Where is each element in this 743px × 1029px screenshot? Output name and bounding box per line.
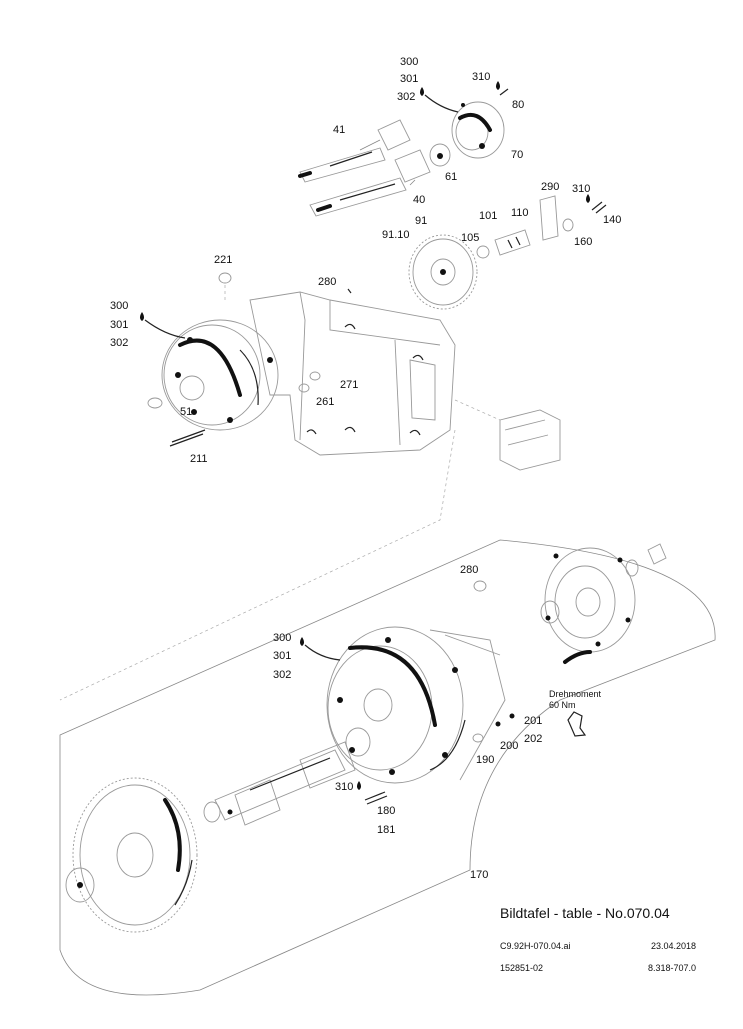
leader-arrows-lower bbox=[300, 637, 361, 790]
drive-shaft bbox=[203, 727, 371, 826]
callout-300: 300 bbox=[273, 632, 291, 644]
callout-261: 261 bbox=[316, 396, 334, 408]
wheel-hub bbox=[473, 543, 667, 664]
gear-91 bbox=[408, 195, 607, 310]
plate-reference: 8.318-707.0 bbox=[647, 963, 696, 973]
bell-housing bbox=[326, 626, 506, 784]
callout-105: 105 bbox=[461, 232, 479, 244]
torque-note-label: Drehmoment bbox=[549, 689, 602, 699]
callout-140: 140 bbox=[603, 214, 621, 226]
callout-91-10: 91.10 bbox=[382, 229, 410, 241]
callout-280: 280 bbox=[318, 276, 336, 288]
large-gear bbox=[65, 777, 198, 933]
guide-line bbox=[59, 429, 456, 701]
leader-arrows-upper bbox=[140, 81, 590, 339]
callout-101: 101 bbox=[479, 210, 497, 222]
callout-302: 302 bbox=[273, 669, 291, 681]
callout-221: 221 bbox=[214, 254, 232, 266]
small-parts-upper bbox=[218, 272, 352, 393]
callout-301: 301 bbox=[400, 73, 418, 85]
callout-110: 110 bbox=[511, 207, 529, 219]
callout-160: 160 bbox=[574, 236, 592, 248]
callout-211: 211 bbox=[190, 453, 208, 465]
callout-51: 51 bbox=[180, 406, 192, 418]
callout-40: 40 bbox=[413, 194, 425, 206]
callout-302: 302 bbox=[397, 91, 415, 103]
callout-190: 190 bbox=[476, 754, 494, 766]
callout-310: 310 bbox=[572, 183, 590, 195]
pump-block bbox=[454, 399, 561, 471]
lower-frame-outline bbox=[59, 539, 716, 996]
callout-310: 310 bbox=[472, 71, 490, 83]
title-block-row-2: 152851-02 8.318-707.0 bbox=[500, 963, 696, 973]
plate-number: 152851-02 bbox=[500, 963, 544, 973]
torque-note-value: 60 Nm bbox=[549, 700, 576, 710]
callout-61: 61 bbox=[445, 171, 457, 183]
callout-91: 91 bbox=[415, 215, 427, 227]
callout-70: 70 bbox=[511, 149, 523, 161]
callout-300: 300 bbox=[110, 300, 128, 312]
callout-301: 301 bbox=[273, 650, 291, 662]
callout-200: 200 bbox=[500, 740, 518, 752]
callout-201: 201 bbox=[524, 715, 542, 727]
callout-301: 301 bbox=[110, 319, 128, 331]
plate-title: Bildtafel - table - No.070.04 bbox=[500, 905, 670, 921]
callout-280: 280 bbox=[460, 564, 478, 576]
shafts-41-40 bbox=[298, 119, 431, 217]
callout-80: 80 bbox=[512, 99, 524, 111]
callout-310: 310 bbox=[335, 781, 353, 793]
callout-271: 271 bbox=[340, 379, 358, 391]
callout-290: 290 bbox=[541, 181, 559, 193]
callout-170: 170 bbox=[470, 869, 488, 881]
title-block-row-1: C9.92H-070.04.ai 23.04.2018 bbox=[500, 941, 696, 951]
callout-180: 180 bbox=[377, 805, 395, 817]
callout-302: 302 bbox=[110, 337, 128, 349]
small-parts-lower bbox=[364, 711, 587, 805]
file-name: C9.92H-070.04.ai bbox=[500, 941, 571, 951]
bearing-cover-left bbox=[147, 319, 279, 447]
gearbox-housing bbox=[249, 291, 456, 456]
callout-181: 181 bbox=[377, 824, 395, 836]
callout-300: 300 bbox=[400, 56, 418, 68]
callout-202: 202 bbox=[524, 733, 542, 745]
plate-date: 23.04.2018 bbox=[650, 941, 696, 951]
callout-41: 41 bbox=[333, 124, 345, 136]
bearing-parts-61-70 bbox=[429, 88, 509, 167]
